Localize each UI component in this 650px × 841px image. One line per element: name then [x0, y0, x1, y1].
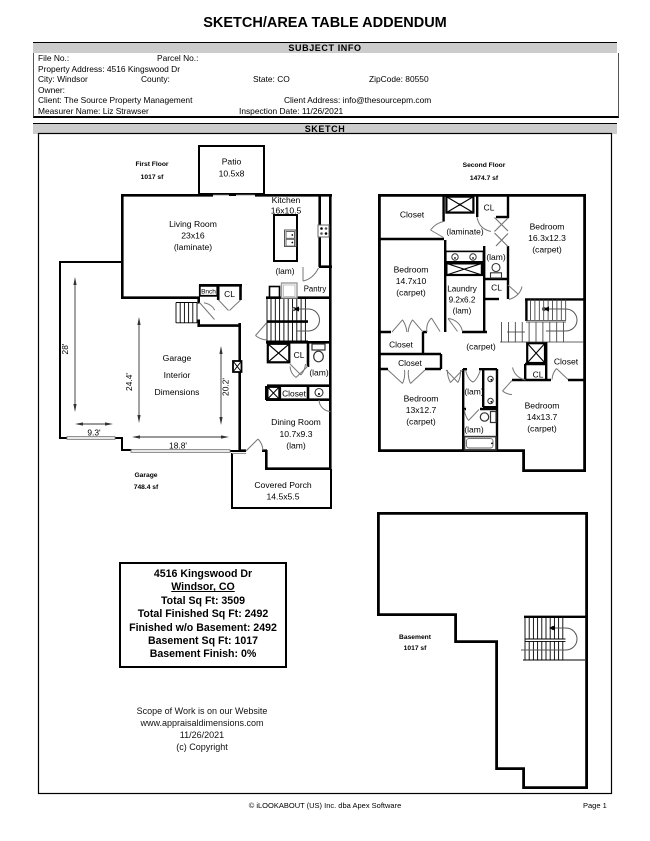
svg-text:9.2x6.2: 9.2x6.2 — [449, 296, 476, 305]
svg-text:Interior: Interior — [164, 370, 191, 380]
svg-text:(lam): (lam) — [309, 368, 329, 378]
svg-text:(carpet): (carpet) — [527, 424, 557, 434]
svg-text:1017 sf: 1017 sf — [404, 645, 427, 652]
svg-text:Second Floor: Second Floor — [463, 162, 506, 169]
svg-text:1474.7 sf: 1474.7 sf — [470, 175, 499, 182]
svg-text:CL: CL — [294, 350, 305, 360]
svg-text:Pantry: Pantry — [304, 285, 327, 294]
svg-text:(carpet): (carpet) — [396, 288, 426, 298]
svg-text:1017 sf: 1017 sf — [141, 174, 164, 181]
svg-text:Closet: Closet — [554, 357, 579, 367]
svg-text:(carpet): (carpet) — [532, 245, 562, 255]
svg-text:(laminate): (laminate) — [174, 242, 212, 252]
svg-text:CL: CL — [224, 289, 235, 299]
svg-text:Bnch: Bnch — [201, 289, 216, 296]
svg-text:CL: CL — [533, 370, 544, 380]
svg-text:(lam): (lam) — [286, 441, 306, 451]
svg-text:Patio: Patio — [222, 157, 242, 167]
svg-text:Garage: Garage — [163, 353, 192, 363]
svg-text:Bedroom: Bedroom — [394, 265, 429, 275]
svg-text:CL: CL — [491, 283, 502, 293]
svg-text:14.5x5.5: 14.5x5.5 — [267, 492, 300, 502]
svg-text:13x12.7: 13x12.7 — [406, 405, 437, 415]
svg-text:18.8': 18.8' — [169, 441, 187, 451]
svg-text:16.3x12.3: 16.3x12.3 — [528, 233, 566, 243]
svg-text:(laminate): (laminate) — [446, 227, 483, 237]
svg-text:(lam): (lam) — [275, 266, 294, 276]
svg-text:10.5x8: 10.5x8 — [219, 169, 245, 179]
svg-text:9.3': 9.3' — [87, 428, 101, 438]
svg-text:28': 28' — [60, 343, 70, 354]
svg-text:(carpet): (carpet) — [406, 417, 436, 427]
svg-text:Covered Porch: Covered Porch — [254, 480, 312, 490]
svg-text:(carpet): (carpet) — [466, 342, 496, 352]
svg-text:Bedroom: Bedroom — [530, 222, 565, 232]
svg-text:CL: CL — [484, 203, 495, 213]
svg-text:16x10.5: 16x10.5 — [271, 206, 302, 216]
svg-text:Living Room: Living Room — [169, 219, 217, 229]
svg-text:14x13.7: 14x13.7 — [527, 412, 558, 422]
svg-text:Bedroom: Bedroom — [525, 401, 560, 411]
svg-text:Kitchen: Kitchen — [272, 195, 301, 205]
svg-text:Basement: Basement — [399, 634, 432, 641]
svg-text:Bedroom: Bedroom — [404, 394, 439, 404]
svg-text:Closet: Closet — [389, 340, 413, 350]
svg-text:Dining Room: Dining Room — [271, 417, 321, 427]
svg-text:14.7x10: 14.7x10 — [396, 276, 427, 286]
svg-text:24.4': 24.4' — [124, 373, 134, 391]
svg-text:Laundry: Laundry — [447, 285, 477, 294]
svg-text:Dimensions: Dimensions — [155, 387, 200, 397]
svg-text:Closet: Closet — [398, 358, 422, 368]
svg-text:First Floor: First Floor — [135, 161, 168, 168]
svg-text:23x16: 23x16 — [181, 231, 205, 241]
svg-text:(lam): (lam) — [453, 307, 472, 316]
svg-text:(lam): (lam) — [464, 387, 484, 397]
svg-text:Garage: Garage — [134, 472, 157, 479]
svg-text:748.4 sf: 748.4 sf — [134, 484, 159, 491]
svg-text:Closet: Closet — [400, 210, 425, 220]
svg-text:20.2': 20.2' — [221, 378, 231, 396]
svg-text:10.7x9.3: 10.7x9.3 — [280, 429, 313, 439]
svg-text:(lam): (lam) — [486, 252, 506, 262]
svg-text:(lam): (lam) — [464, 425, 484, 435]
svg-text:Closet: Closet — [282, 389, 306, 399]
